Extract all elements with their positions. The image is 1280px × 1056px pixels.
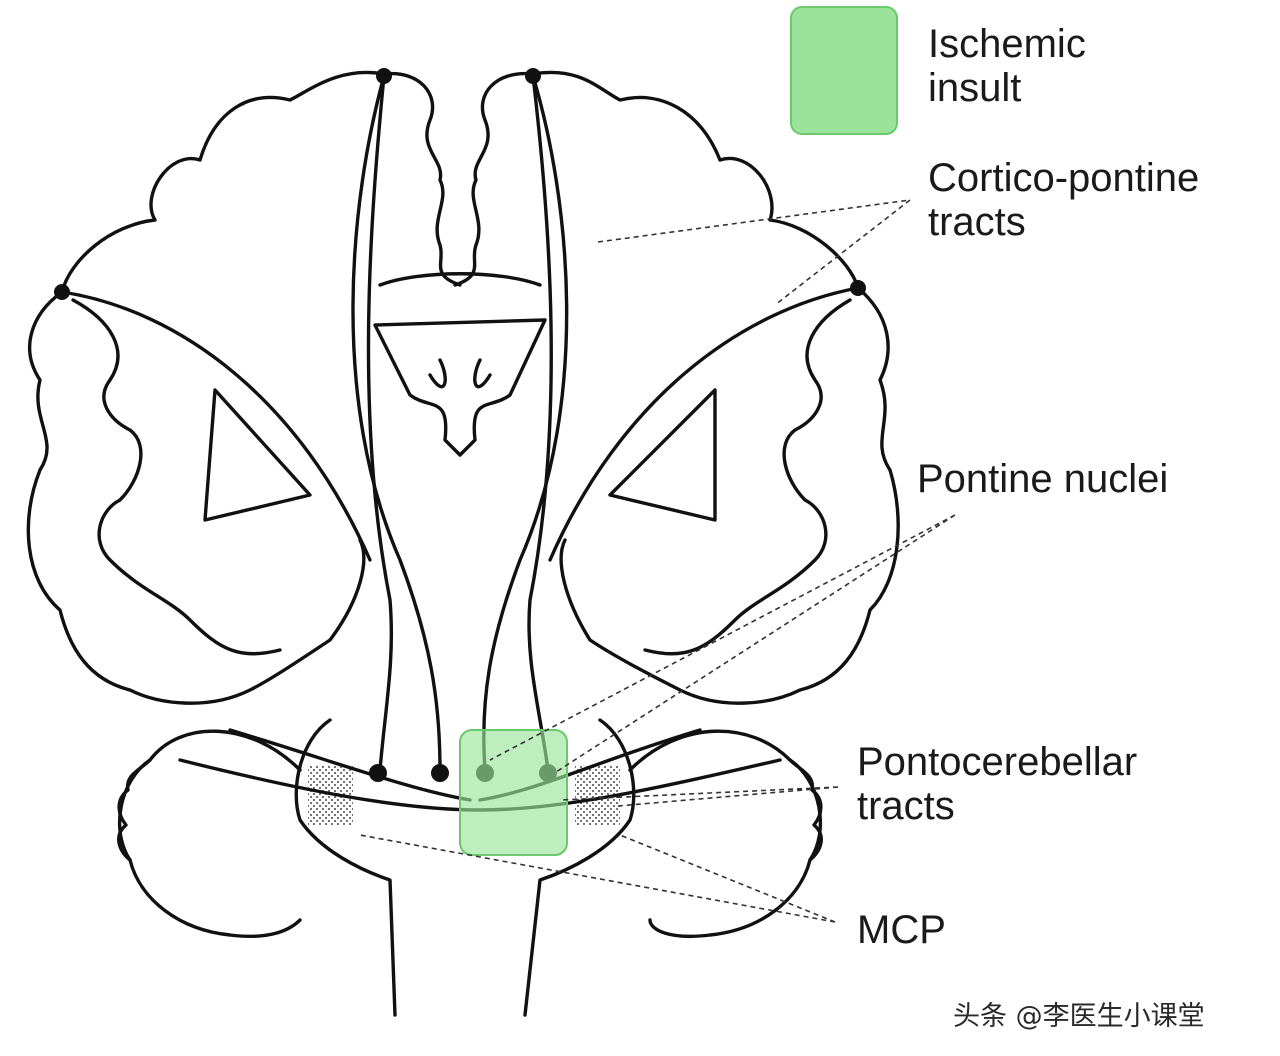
cortex-neuron-top-left: [376, 68, 392, 84]
right-hemisphere-inner: [453, 71, 535, 287]
left-hemisphere-inner: [382, 71, 462, 287]
pontine-nucleus-2: [431, 764, 449, 782]
cortex-neuron-right: [850, 280, 866, 296]
label-cortico-line2: tracts: [928, 200, 1026, 244]
legend-ischemic-line1: Ischemic: [928, 22, 1086, 66]
label-pontocerebellar-line1: Pontocerebellar: [857, 740, 1138, 784]
cortex-neuron-left: [54, 284, 70, 300]
pons-outline-right: [523, 718, 636, 1017]
legend-swatch: [790, 6, 898, 135]
right-lateral-tract: [548, 286, 860, 562]
left-lateral-tract: [60, 290, 372, 562]
left-corticopontine-tract: [351, 74, 442, 772]
label-pontocerebellar-line2: tracts: [857, 784, 955, 828]
ischemic-insult-region: [459, 729, 568, 856]
pons-outline: [294, 718, 397, 1017]
label-cortico-line1: Cortico-pontine: [928, 156, 1200, 200]
corpus-callosum: [378, 272, 542, 287]
right-cerebellum: [628, 729, 823, 938]
left-cortex-fold: [71, 298, 282, 656]
right-basal-ganglia: [608, 388, 717, 522]
left-hemisphere-outline: [26, 70, 386, 705]
watermark-text: 头条 @李医生小课堂: [953, 1001, 1205, 1032]
ventricle: [373, 318, 547, 457]
right-hemisphere-outline: [531, 70, 900, 705]
left-corticopontine-tract-2: [366, 74, 394, 772]
left-cerebellum-folia: [117, 758, 152, 862]
right-corticopontine-tract: [482, 74, 569, 772]
right-cerebellum-folia: [788, 758, 823, 862]
label-mcp: MCP: [857, 908, 946, 952]
leader-mcp: [359, 834, 836, 923]
legend-ischemic-line2: insult: [928, 66, 1022, 110]
pontocerebellar-tract-2: [228, 728, 472, 802]
leader-pontocerebellar: [559, 786, 839, 807]
septum: [428, 358, 492, 389]
right-cortex-fold: [643, 298, 852, 656]
left-basal-ganglia: [203, 388, 312, 522]
leader-pontine-nuclei: [489, 514, 956, 773]
label-pontine-nuclei: Pontine nuclei: [917, 457, 1169, 501]
left-cerebellum: [117, 729, 302, 938]
leader-corticopontine: [597, 199, 911, 306]
cortex-neuron-top-right: [525, 68, 541, 84]
right-corticopontine-tract-2: [527, 74, 553, 772]
pontine-nucleus-1: [369, 764, 387, 782]
